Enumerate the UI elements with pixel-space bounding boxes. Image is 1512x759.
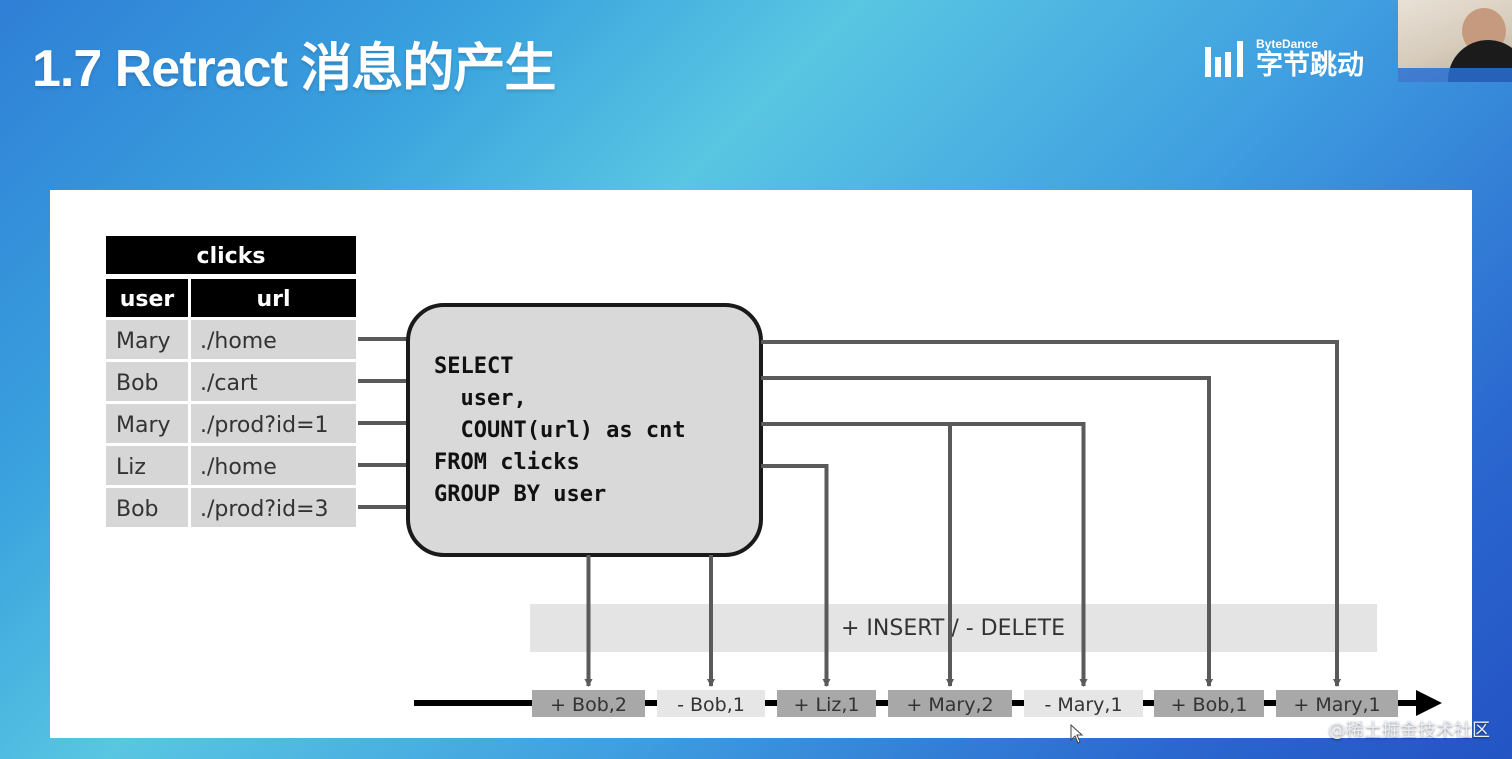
table-row-url: ./prod?id=3 [200,497,329,522]
table-row-user-cell [106,404,188,443]
output-record-box [1024,690,1143,717]
insert-delete-band [530,604,1377,652]
output-connector [761,422,1088,687]
table-row-url-cell [191,446,356,485]
brand-name-en: ByteDance [1256,37,1319,51]
column-header-url: url [256,287,290,312]
timeline-arrowhead [1416,690,1442,716]
table-row-url-cell [191,362,356,401]
brand-name-cn: 字节跳动 [1256,50,1364,81]
sql-query-line: FROM clicks [434,450,580,475]
output-record-label: + Bob,1 [1171,694,1248,716]
table-row-url: ./prod?id=1 [200,413,329,438]
output-record-label: + Bob,2 [550,694,627,716]
output-connector [761,340,1341,687]
column-header-url-cell [191,279,356,317]
sql-query-line: GROUP BY user [434,482,606,507]
sql-query-line: SELECT [434,354,513,379]
table-row-user: Liz [116,455,146,480]
table-row-user: Mary [116,329,171,354]
slide-title: 1.7 Retract 消息的产生 [32,40,556,98]
table-row-url-cell [191,488,356,527]
table-row-url: ./home [200,329,277,354]
table-row-url: ./home [200,455,277,480]
output-record-label: - Mary,1 [1044,694,1122,716]
output-record-box [888,690,1012,717]
insert-delete-band-label: + INSERT / - DELETE [841,616,1065,641]
output-record-box [532,690,645,717]
output-record-box [657,690,765,717]
output-record-box [1276,690,1398,717]
table-row-url-cell [191,320,356,359]
column-header-user-cell [106,279,188,317]
table-row-user: Mary [116,413,171,438]
column-header-user: user [120,287,175,312]
presenter-webcam [1398,0,1512,82]
output-record-label: + Mary,1 [1293,694,1380,716]
sql-query-line: user, [434,386,527,411]
output-connector [761,376,1213,687]
table-row-user-cell [106,488,188,527]
output-record-box [1154,690,1264,717]
table-row-user: Bob [116,497,159,522]
table-row-url: ./cart [200,371,258,396]
bytedance-logo: ByteDance 字节跳动 [1204,38,1364,79]
output-record-label: - Bob,1 [677,694,745,716]
table-row-user-cell [106,362,188,401]
table-title: clicks [197,244,266,269]
mouse-cursor-icon [1070,724,1084,744]
bytedance-bars-icon [1205,40,1243,77]
output-record-box [777,690,876,717]
table-row-user-cell [106,320,188,359]
sql-query-box [406,303,763,557]
output-record-label: + Liz,1 [794,694,860,716]
table-row-url-cell [191,404,356,443]
sql-query-line: COUNT(url) as cnt [434,418,686,443]
juejin-watermark: @稀土掘金技术社区 [1328,720,1490,741]
output-record-label: + Mary,2 [906,694,993,716]
output-connector [761,464,831,687]
table-row-user: Bob [116,371,159,396]
table-title-cell [106,236,356,274]
table-row-user-cell [106,446,188,485]
